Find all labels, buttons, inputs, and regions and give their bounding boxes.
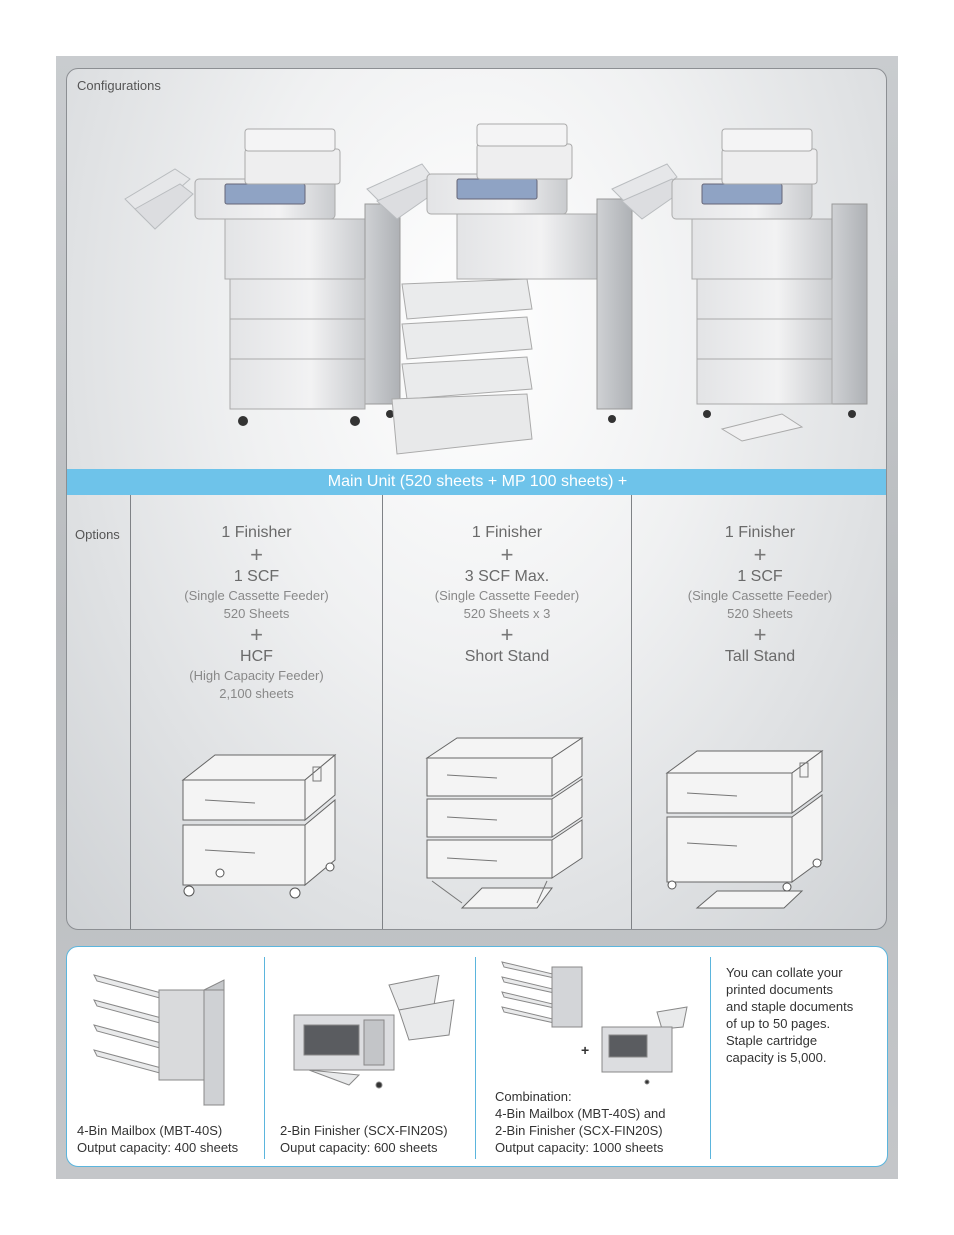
configurations-panel: Configurations — [66, 68, 887, 930]
scf-description: (Single Cassette Feeder) — [434, 588, 580, 603]
printer-2 — [366, 123, 633, 455]
mailbox-caption: 4-Bin Mailbox (MBT-40S) Output capacity:… — [77, 1123, 239, 1155]
plus-sign: + — [500, 542, 514, 567]
plus-sign: + — [250, 622, 263, 647]
column-divider — [130, 495, 131, 929]
hcf-sheets: 2,100 sheets — [219, 686, 294, 701]
staple-note: You can collate your printed documents a… — [726, 965, 854, 1065]
finisher-image — [293, 975, 455, 1089]
main-unit-bar: Main Unit (520 sheets + MP 100 sheets) + — [67, 469, 886, 495]
scf-label: 3 SCF Max. — [464, 568, 550, 585]
stand-label: Short Stand — [464, 648, 550, 665]
finisher-label: 1 Finisher — [471, 524, 543, 541]
options-area: Options 1 Finisher + 1 SCF (Single Casse… — [67, 495, 886, 929]
combination-caption: Combination: 4-Bin Mailbox (MBT-40S) and… — [495, 1089, 666, 1155]
option-column-3: 1 Finisher + 1 SCF (Single Cassette Feed… — [632, 523, 886, 667]
accessories-panel: 4-Bin Mailbox (MBT-40S) Output capacity:… — [66, 946, 888, 1167]
scf-description: (Single Cassette Feeder) — [687, 588, 833, 603]
tall-stand-drawing — [665, 750, 824, 909]
plus-sign: + — [250, 542, 263, 567]
printer-1 — [124, 128, 401, 426]
options-label: Options — [75, 527, 120, 542]
three-scf-drawing — [425, 737, 584, 909]
plus-sign: + — [500, 622, 514, 647]
hcf-label: HCF — [240, 648, 273, 665]
scf-sheets: 520 Sheets x 3 — [463, 606, 551, 621]
option-column-2: 1 Finisher + 3 SCF Max. (Single Cassette… — [383, 523, 631, 667]
scf-description: (Single Cassette Feeder) — [184, 588, 329, 603]
hcf-description: (High Capacity Feeder) — [189, 668, 324, 683]
finisher-label: 1 Finisher — [724, 524, 796, 541]
accessory-divider — [710, 957, 711, 1159]
scf-sheets: 520 Sheets — [223, 606, 290, 621]
printer-photos — [124, 123, 868, 455]
printer-3 — [611, 128, 868, 442]
finisher-caption: 2-Bin Finisher (SCX-FIN20S) Ouput capaci… — [280, 1123, 448, 1155]
option-column-1: 1 Finisher + 1 SCF (Single Cassette Feed… — [131, 523, 382, 703]
scf-sheets: 520 Sheets — [727, 606, 793, 621]
scf-hcf-drawing — [181, 753, 337, 899]
column-divider — [382, 495, 383, 929]
combination-image — [501, 961, 688, 1085]
finisher-label: 1 Finisher — [221, 524, 292, 541]
accessory-divider — [264, 957, 265, 1159]
configurations-label: Configurations — [77, 78, 161, 93]
plus-sign: + — [753, 622, 767, 647]
combination-plus: + — [581, 1042, 590, 1058]
scf-label: 1 SCF — [737, 568, 783, 585]
scf-label: 1 SCF — [233, 568, 280, 585]
accessory-divider — [475, 957, 476, 1159]
plus-sign: + — [753, 542, 767, 567]
stand-label: Tall Stand — [724, 648, 796, 665]
mailbox-image — [93, 974, 225, 1106]
column-divider — [631, 495, 632, 929]
